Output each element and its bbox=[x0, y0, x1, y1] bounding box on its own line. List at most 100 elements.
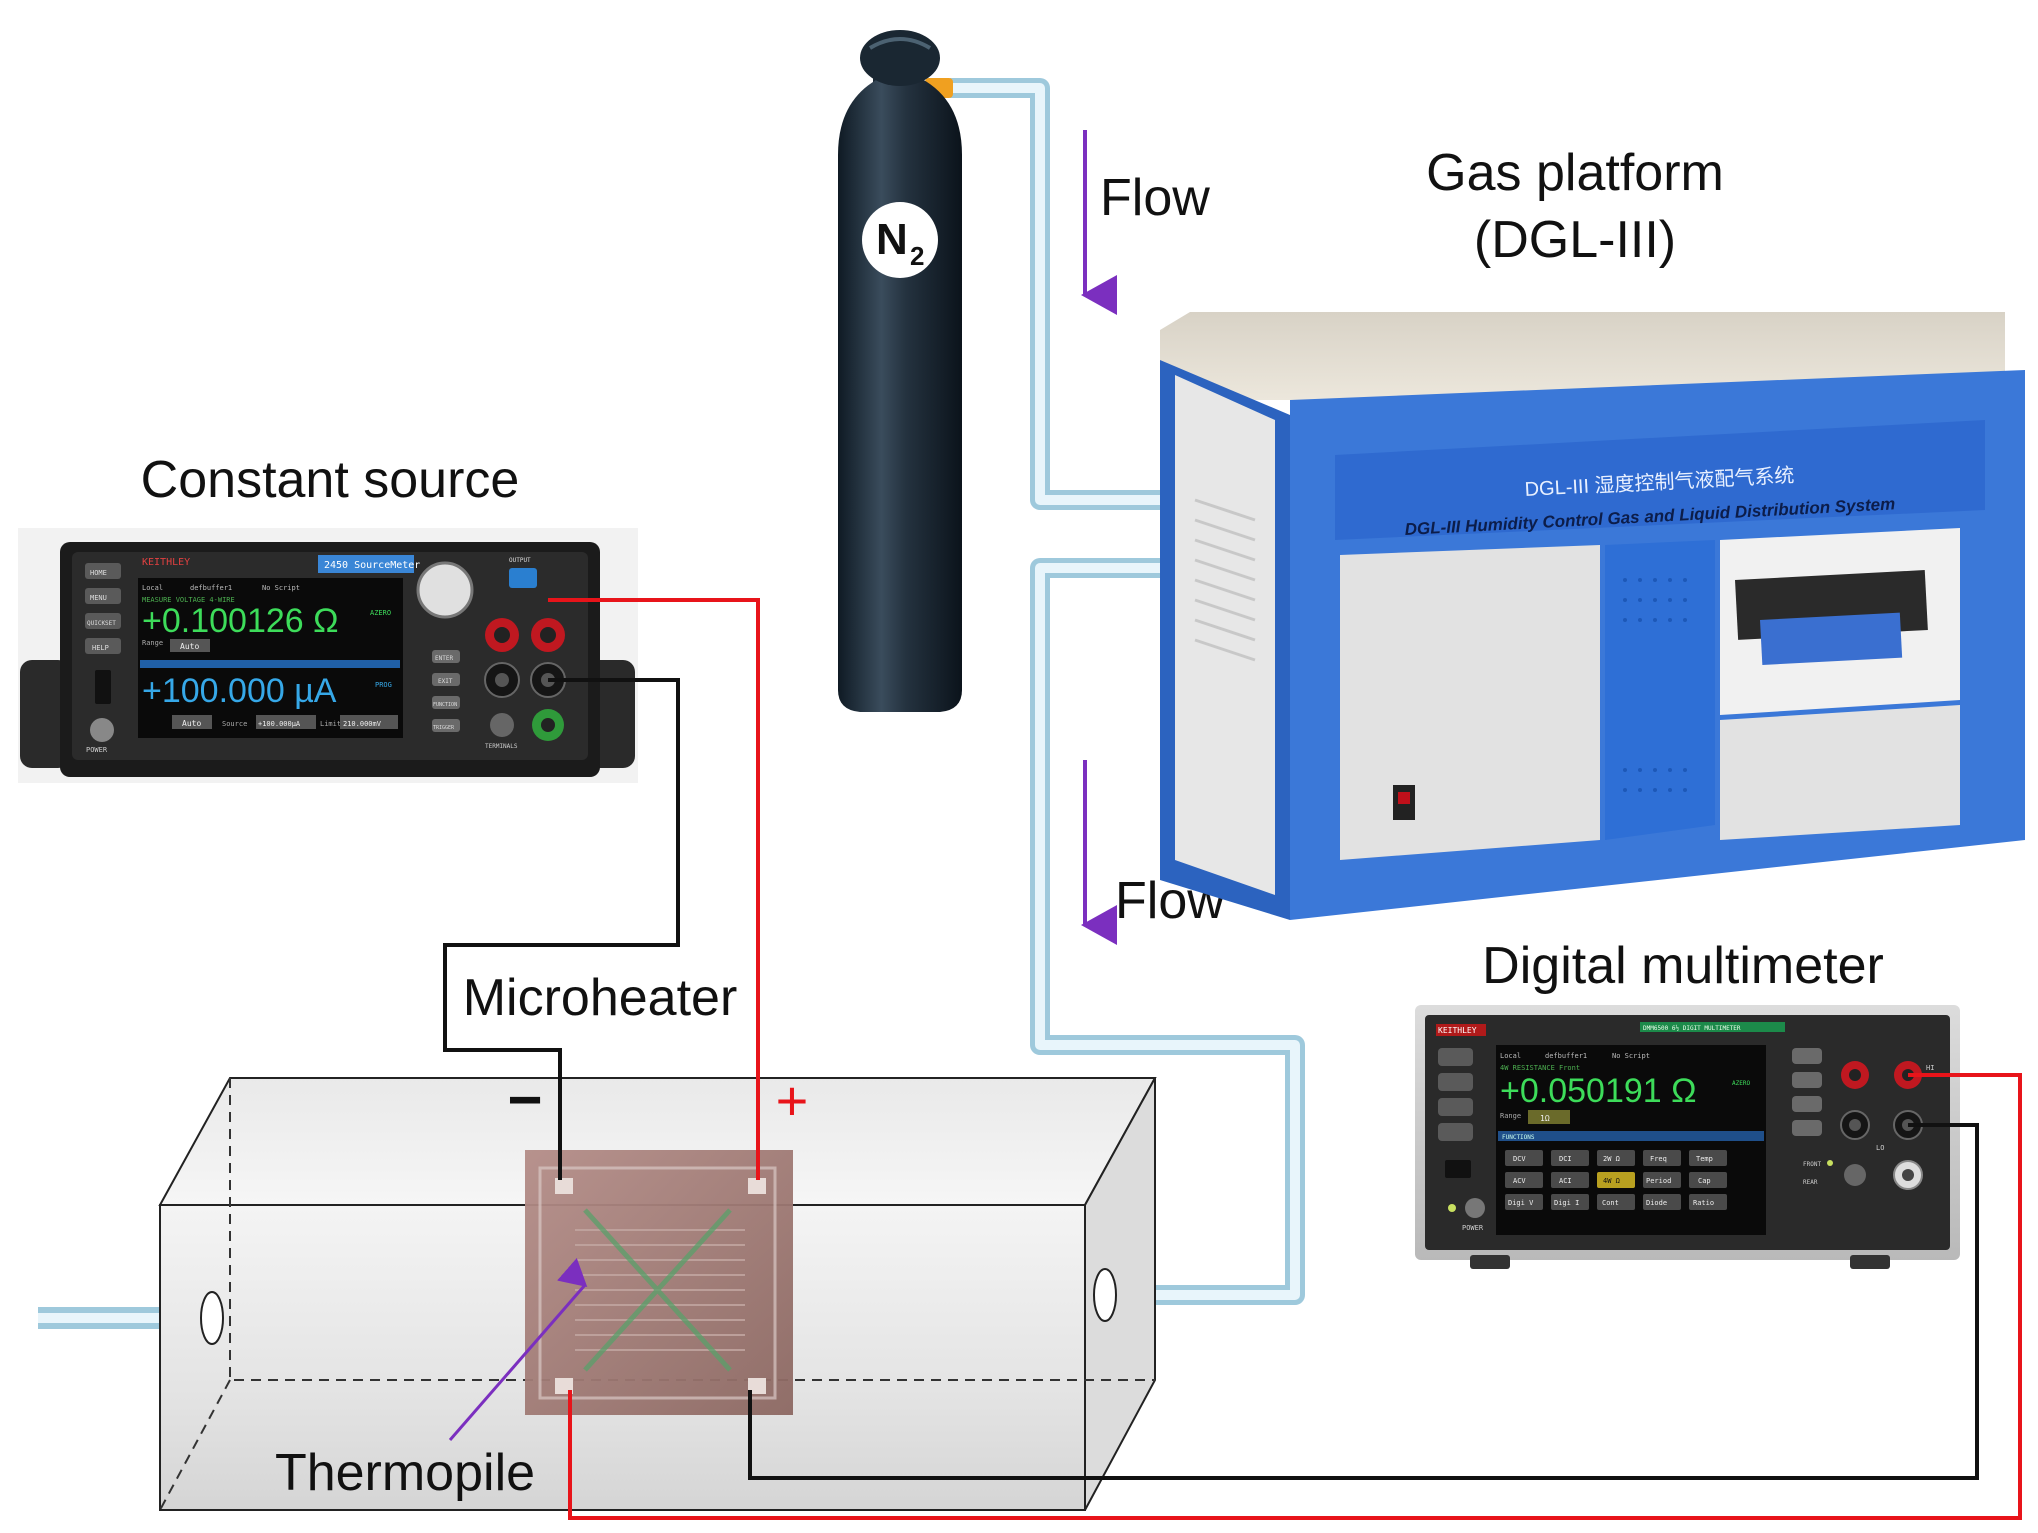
dmm-key[interactable] bbox=[1505, 1150, 1543, 1166]
dmm-menu-button[interactable] bbox=[1438, 1073, 1473, 1091]
sm-home-button[interactable] bbox=[85, 563, 121, 579]
svg-text:Local: Local bbox=[1500, 1052, 1521, 1060]
nitrogen-cylinder: N 2 bbox=[838, 30, 962, 712]
sourcemeter-left-buttons: HOME MENU QUICKSET HELP POWER bbox=[85, 563, 121, 754]
dmm-key[interactable] bbox=[1551, 1150, 1589, 1166]
sm-quickset-button[interactable] bbox=[85, 613, 121, 629]
digital-multimeter-title: Digital multimeter bbox=[1482, 937, 1884, 995]
svg-text:Auto: Auto bbox=[182, 719, 201, 728]
svg-text:POWER: POWER bbox=[86, 746, 108, 754]
wire-red-thermopile bbox=[568, 1073, 2022, 1520]
wire-black-microheater bbox=[443, 678, 680, 1180]
dmm-usb-port-icon bbox=[1445, 1160, 1471, 1178]
svg-text:AZERO: AZERO bbox=[1732, 1080, 1750, 1087]
svg-text:HELP: HELP bbox=[92, 644, 109, 652]
usb-port-icon bbox=[95, 670, 111, 704]
thermopile-pointer-arrow bbox=[448, 1257, 588, 1441]
svg-text:Ratio: Ratio bbox=[1693, 1199, 1714, 1207]
svg-text:QUICKSET: QUICKSET bbox=[87, 620, 116, 627]
gas-subscript: 2 bbox=[910, 241, 924, 271]
dmm-key[interactable] bbox=[1689, 1172, 1727, 1188]
svg-text:HI: HI bbox=[1926, 1064, 1934, 1072]
svg-text:4W RESISTANCE Front: 4W RESISTANCE Front bbox=[1500, 1064, 1580, 1072]
dmm-key[interactable] bbox=[1689, 1194, 1727, 1210]
svg-text:Limit: Limit bbox=[320, 720, 341, 728]
sourcemeter-measure-value: +0.100126 Ω bbox=[142, 602, 339, 640]
sourcemeter-screen bbox=[138, 578, 403, 738]
sm-enter-button[interactable] bbox=[432, 650, 460, 663]
dmm-key[interactable] bbox=[1643, 1150, 1681, 1166]
dmm-exit-button[interactable] bbox=[1792, 1072, 1822, 1088]
bond-pad bbox=[748, 1378, 766, 1394]
svg-text:POWER: POWER bbox=[1462, 1224, 1484, 1232]
svg-text:defbuffer1: defbuffer1 bbox=[1545, 1052, 1587, 1060]
svg-text:No Script: No Script bbox=[262, 584, 300, 592]
dmm-key[interactable] bbox=[1689, 1150, 1727, 1166]
svg-text:EXIT: EXIT bbox=[438, 678, 453, 685]
bond-pad bbox=[555, 1178, 573, 1194]
svg-text:4W Ω: 4W Ω bbox=[1603, 1177, 1620, 1185]
dmm-function-button[interactable] bbox=[1792, 1096, 1822, 1112]
dmm-measure-value: +0.050191 Ω bbox=[1500, 1072, 1697, 1110]
sm-nav-knob[interactable] bbox=[416, 561, 474, 619]
gas-letter: N bbox=[876, 215, 908, 264]
dmm-app-button[interactable] bbox=[1438, 1098, 1473, 1116]
sm-menu-button[interactable] bbox=[85, 588, 121, 604]
sourcemeter-device: KEITHLEY 2450 SourceMeter HOME MENU QUIC… bbox=[18, 528, 638, 783]
sm-function-button[interactable] bbox=[432, 696, 460, 709]
dmm-key[interactable] bbox=[1643, 1172, 1681, 1188]
svg-text:2W Ω: 2W Ω bbox=[1603, 1155, 1620, 1163]
svg-text:REAR: REAR bbox=[1803, 1179, 1818, 1186]
dmm-enter-button[interactable] bbox=[1792, 1048, 1822, 1064]
svg-text:ACV: ACV bbox=[1513, 1177, 1526, 1185]
sourcemeter-terminals: TERMINALS bbox=[484, 618, 566, 750]
svg-text:LO: LO bbox=[1876, 1144, 1884, 1152]
sm-terminals-button[interactable] bbox=[490, 713, 514, 737]
wiring bbox=[443, 598, 2022, 1520]
dmm-key[interactable] bbox=[1551, 1194, 1589, 1210]
dmm-key[interactable] bbox=[1597, 1194, 1635, 1210]
svg-text:FUNCTIONS: FUNCTIONS bbox=[1502, 1134, 1535, 1141]
sm-power-button[interactable] bbox=[90, 718, 114, 742]
bond-pad bbox=[748, 1178, 766, 1194]
svg-text:Digi I: Digi I bbox=[1554, 1199, 1579, 1207]
vent-grille bbox=[1623, 578, 1687, 792]
svg-text:No Script: No Script bbox=[1612, 1052, 1650, 1060]
dmm-key[interactable] bbox=[1643, 1194, 1681, 1210]
gas-platform-device: DGL-III 湿度控制气液配气系统 DGL-III Humidity Cont… bbox=[1160, 312, 2025, 920]
dmm-key[interactable] bbox=[1505, 1194, 1543, 1210]
dmm-header: DMM6500 6½ DIGIT MULTIMETER bbox=[1643, 1025, 1741, 1032]
dmm-trigger-button[interactable] bbox=[1792, 1120, 1822, 1136]
sourcemeter-source-value: +100.000 µA bbox=[142, 672, 337, 710]
svg-text:ENTER: ENTER bbox=[435, 655, 453, 662]
svg-text:MEASURE VOLTAGE 4-WIRE: MEASURE VOLTAGE 4-WIRE bbox=[142, 596, 235, 604]
sm-exit-button[interactable] bbox=[432, 673, 460, 686]
svg-text:PROG: PROG bbox=[375, 681, 392, 689]
dmm-help-button[interactable] bbox=[1438, 1123, 1473, 1141]
chamber-outlet-port bbox=[1093, 1268, 1117, 1322]
dmm-key[interactable] bbox=[1551, 1172, 1589, 1188]
svg-text:HOME: HOME bbox=[90, 569, 107, 577]
wire-black-thermopile bbox=[748, 1123, 1979, 1480]
svg-text:DCV: DCV bbox=[1513, 1155, 1526, 1163]
sm-help-button[interactable] bbox=[85, 638, 121, 654]
svg-text:defbuffer1: defbuffer1 bbox=[190, 584, 232, 592]
dmm-key[interactable] bbox=[1597, 1150, 1635, 1166]
dmm-home-button[interactable] bbox=[1438, 1048, 1473, 1066]
svg-text:Cap: Cap bbox=[1698, 1177, 1711, 1185]
svg-text:Source: Source bbox=[222, 720, 247, 728]
dmm-key[interactable] bbox=[1505, 1172, 1543, 1188]
sourcemeter-brand: KEITHLEY bbox=[142, 557, 190, 568]
dmm-power-button[interactable] bbox=[1465, 1198, 1485, 1218]
microheater-traces bbox=[583, 1208, 732, 1372]
svg-text:210.000mV: 210.000mV bbox=[343, 720, 382, 728]
svg-text:TERMINALS: TERMINALS bbox=[485, 743, 518, 750]
dmm-terminals-switch[interactable] bbox=[1844, 1164, 1866, 1186]
sm-trigger-button[interactable] bbox=[432, 719, 460, 732]
dmm-key-selected[interactable] bbox=[1597, 1172, 1635, 1188]
svg-text:1Ω: 1Ω bbox=[1540, 1114, 1550, 1123]
chamber-inlet-port bbox=[200, 1291, 224, 1345]
svg-text:+100.000µA: +100.000µA bbox=[258, 720, 301, 728]
plus-sign: + bbox=[776, 1069, 809, 1132]
sm-output-button[interactable] bbox=[509, 568, 537, 588]
